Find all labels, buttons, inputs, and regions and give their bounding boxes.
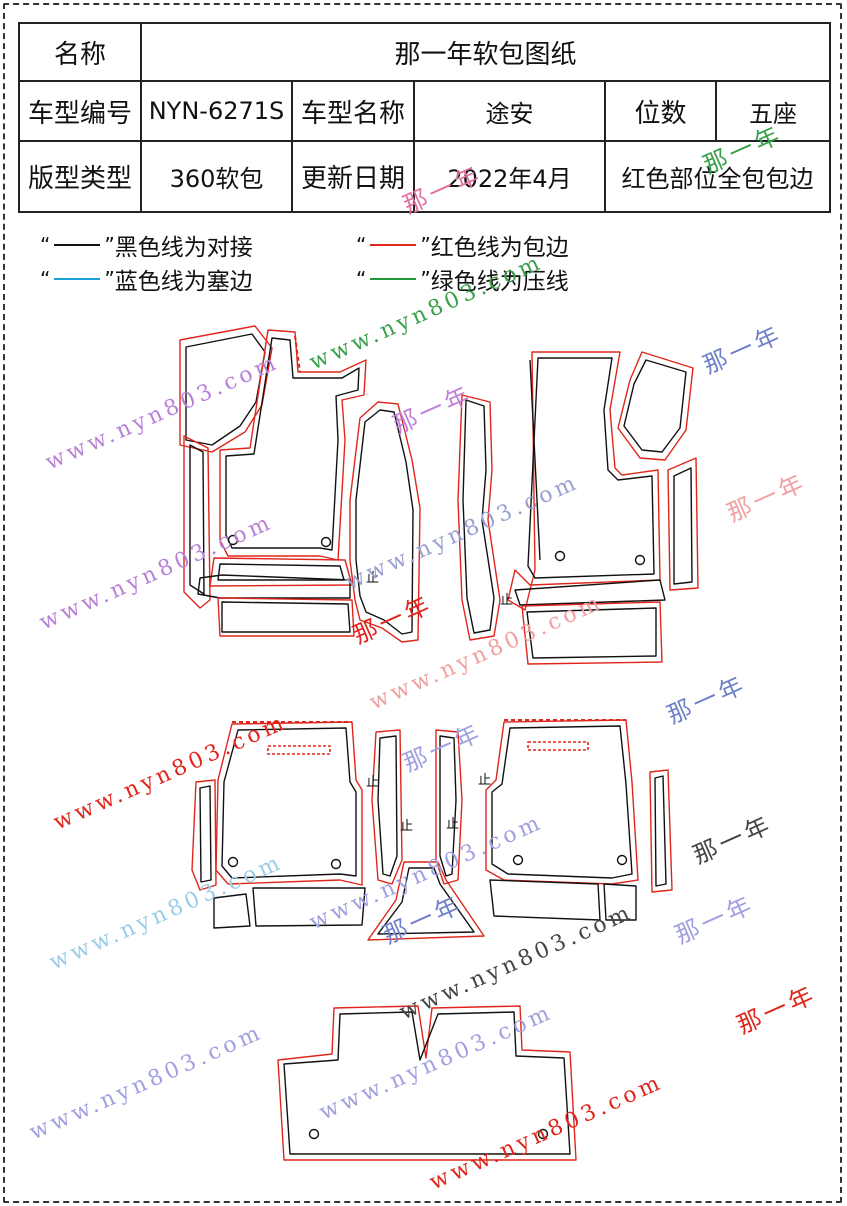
legend-black: “ ” 黑色线为对接 — [40, 228, 253, 262]
stop-mark: 止 — [400, 819, 413, 834]
seats-label: 位数 — [604, 80, 717, 142]
quote-open: “ — [356, 233, 367, 257]
rear-center-strips — [367, 729, 485, 941]
model-name-value: 途安 — [413, 80, 606, 142]
quote-close: ” — [104, 233, 115, 257]
driver-front-mat — [179, 325, 367, 637]
model-code-label: 车型编号 — [18, 80, 142, 142]
title-value: 那一年软包图纸 — [139, 22, 832, 82]
spec-table: 名称 那一年软包图纸 车型编号 NYN-6271S 车型名称 途安 位数 五座 … — [18, 22, 832, 213]
stop-mark: 止 — [478, 773, 491, 788]
legend-green: “ ” 绿色线为压线 — [356, 262, 569, 296]
legend-red: “ ” 红色线为包边 — [356, 228, 569, 262]
red-line-swatch — [370, 244, 417, 246]
model-name-label: 车型名称 — [291, 80, 415, 142]
cargo-mat — [277, 1005, 577, 1161]
update-date-value: 2022年4月 — [413, 140, 606, 213]
stop-mark: 止 — [366, 775, 379, 790]
center-tunnel-right — [457, 394, 501, 641]
update-date-label: 更新日期 — [291, 140, 415, 213]
quote-close: ” — [104, 267, 115, 291]
stop-mark: 止 — [366, 571, 379, 586]
blue-line-swatch — [54, 278, 101, 280]
stop-mark: 止 — [500, 593, 513, 608]
legend-blue: “ ” 蓝色线为塞边 — [40, 262, 253, 296]
quote-open: “ — [40, 233, 51, 257]
pattern-type-value: 360软包 — [140, 140, 293, 213]
quote-open: “ — [40, 267, 51, 291]
quote-open: “ — [356, 267, 367, 291]
stop-mark: 止 — [446, 817, 459, 832]
quote-close: ” — [420, 267, 431, 291]
passenger-front-mat — [507, 351, 699, 665]
legend-blue-text: 蓝色线为塞边 — [114, 269, 253, 295]
legend-black-text: 黑色线为对接 — [114, 235, 253, 261]
title-label: 名称 — [18, 22, 142, 82]
note-value: 红色部位全包包边 — [603, 140, 832, 213]
green-line-swatch — [370, 278, 417, 280]
model-code-value: NYN-6271S — [140, 80, 293, 142]
seats-value: 五座 — [714, 80, 832, 142]
rear-left-mat — [191, 721, 366, 929]
pattern-type-label: 版型类型 — [18, 140, 142, 213]
legend-red-text: 红色线为包边 — [430, 235, 569, 261]
quote-close: ” — [420, 233, 431, 257]
black-line-swatch — [54, 244, 101, 246]
center-tunnel-left — [349, 401, 421, 643]
page-frame — [3, 3, 842, 1203]
legend-green-text: 绿色线为压线 — [430, 269, 569, 295]
rear-right-mat — [485, 719, 673, 921]
